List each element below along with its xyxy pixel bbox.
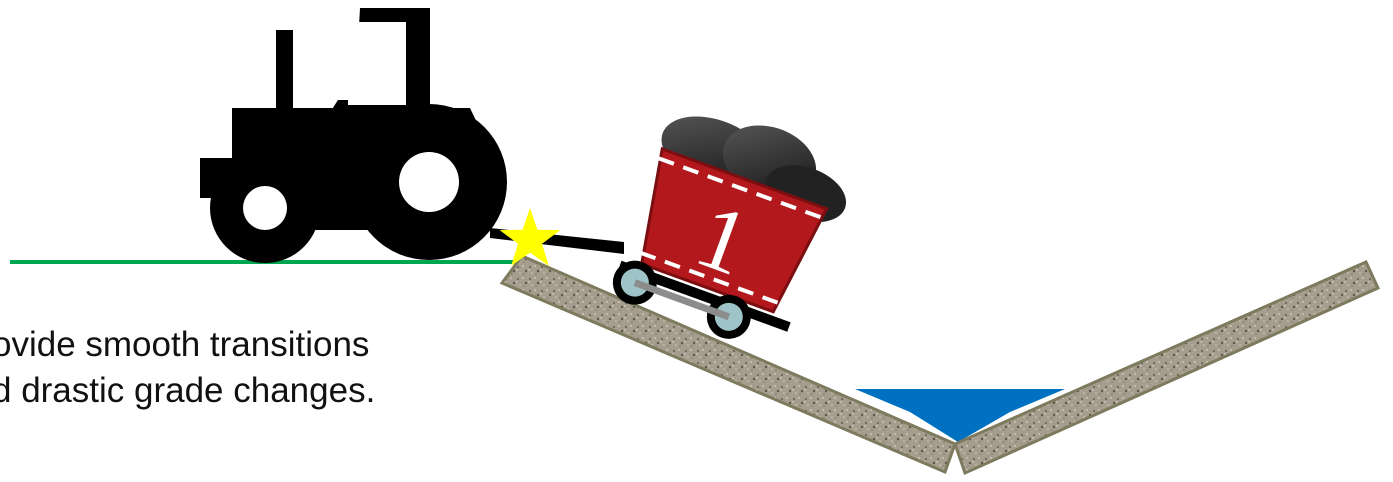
caption: ovide smooth transitions d drastic grade… bbox=[0, 322, 375, 414]
caption-line-1: ovide smooth transitions bbox=[0, 322, 375, 368]
tractor-icon bbox=[200, 8, 507, 263]
right-slope bbox=[955, 262, 1378, 473]
caption-line-2: d drastic grade changes. bbox=[0, 368, 375, 414]
